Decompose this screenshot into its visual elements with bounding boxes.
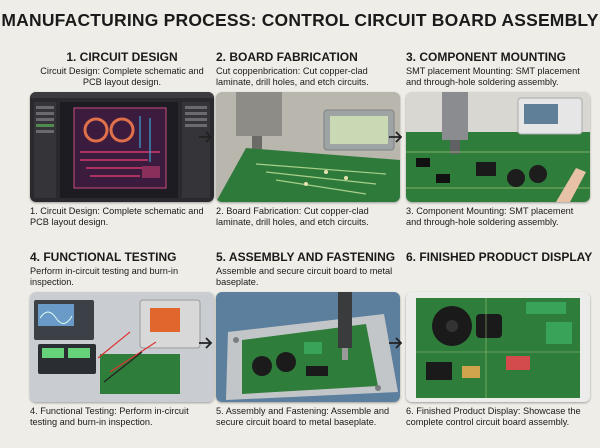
step-board-fabrication: 2. BOARD FABRICATION Cut coppenbrication… <box>216 50 400 228</box>
step-description: Assemble and secure circuit board to met… <box>216 266 393 287</box>
step-assembly-fastening: 5. ASSEMBLY AND FASTENING Assemble and s… <box>216 250 400 428</box>
step-heading: 4. FUNCTIONAL TESTING <box>30 250 177 264</box>
step-finished-product: 6. FINISHED PRODUCT DISPLAY 6. Finished … <box>406 250 593 428</box>
arrow-right-icon <box>389 337 403 349</box>
step-functional-testing: 4. FUNCTIONAL TESTING Perform in-circuit… <box>30 250 214 428</box>
step-description: Circuit Design: Complete schematic and P… <box>40 66 204 87</box>
page-title: MANUFACTURING PROCESS: CONTROL CIRCUIT B… <box>1 10 599 30</box>
arrow-right-icon <box>389 131 403 143</box>
step-caption: 1. Circuit Design: Complete schematic an… <box>30 206 204 227</box>
step-circuit-design: 1. CIRCUIT DESIGN Circuit Design: Comple… <box>30 50 214 228</box>
arrow-right-icon <box>199 131 213 143</box>
step-component-mounting: 3. COMPONENT MOUNTING SMT placement Moun… <box>406 50 590 228</box>
step-heading: 2. BOARD FABRICATION <box>216 50 358 64</box>
step-caption: 3. Component Mounting: SMT placement and… <box>406 206 574 227</box>
step-heading: 3. COMPONENT MOUNTING <box>406 50 567 64</box>
step-photo-mounting <box>406 92 590 202</box>
step-description: SMT placement Mounting: SMT placement an… <box>406 66 580 87</box>
step-heading: 6. FINISHED PRODUCT DISPLAY <box>406 250 593 264</box>
step-caption: 5. Assembly and Fastening: Assemble and … <box>216 406 390 427</box>
step-photo-assembly <box>216 292 400 402</box>
step-photo-testing <box>30 292 214 402</box>
step-heading: 5. ASSEMBLY AND FASTENING <box>216 250 396 264</box>
arrow-right-icon <box>199 337 213 349</box>
step-caption: 2. Board Fabrication: Cut copper-clad la… <box>216 206 369 227</box>
step-photo-fabrication <box>216 92 400 202</box>
step-description: Perform in-circuit testing and burn-in i… <box>30 266 179 287</box>
step-photo-design-software <box>30 92 214 202</box>
step-heading: 1. CIRCUIT DESIGN <box>66 50 178 64</box>
step-caption: 6. Finished Product Display: Showcase th… <box>406 406 581 427</box>
step-description <box>406 266 590 290</box>
step-description: Cut coppenbrication: Cut copper-clad lam… <box>216 66 369 87</box>
step-photo-finished <box>406 292 590 402</box>
step-caption: 4. Functional Testing: Perform in-circui… <box>30 406 189 427</box>
